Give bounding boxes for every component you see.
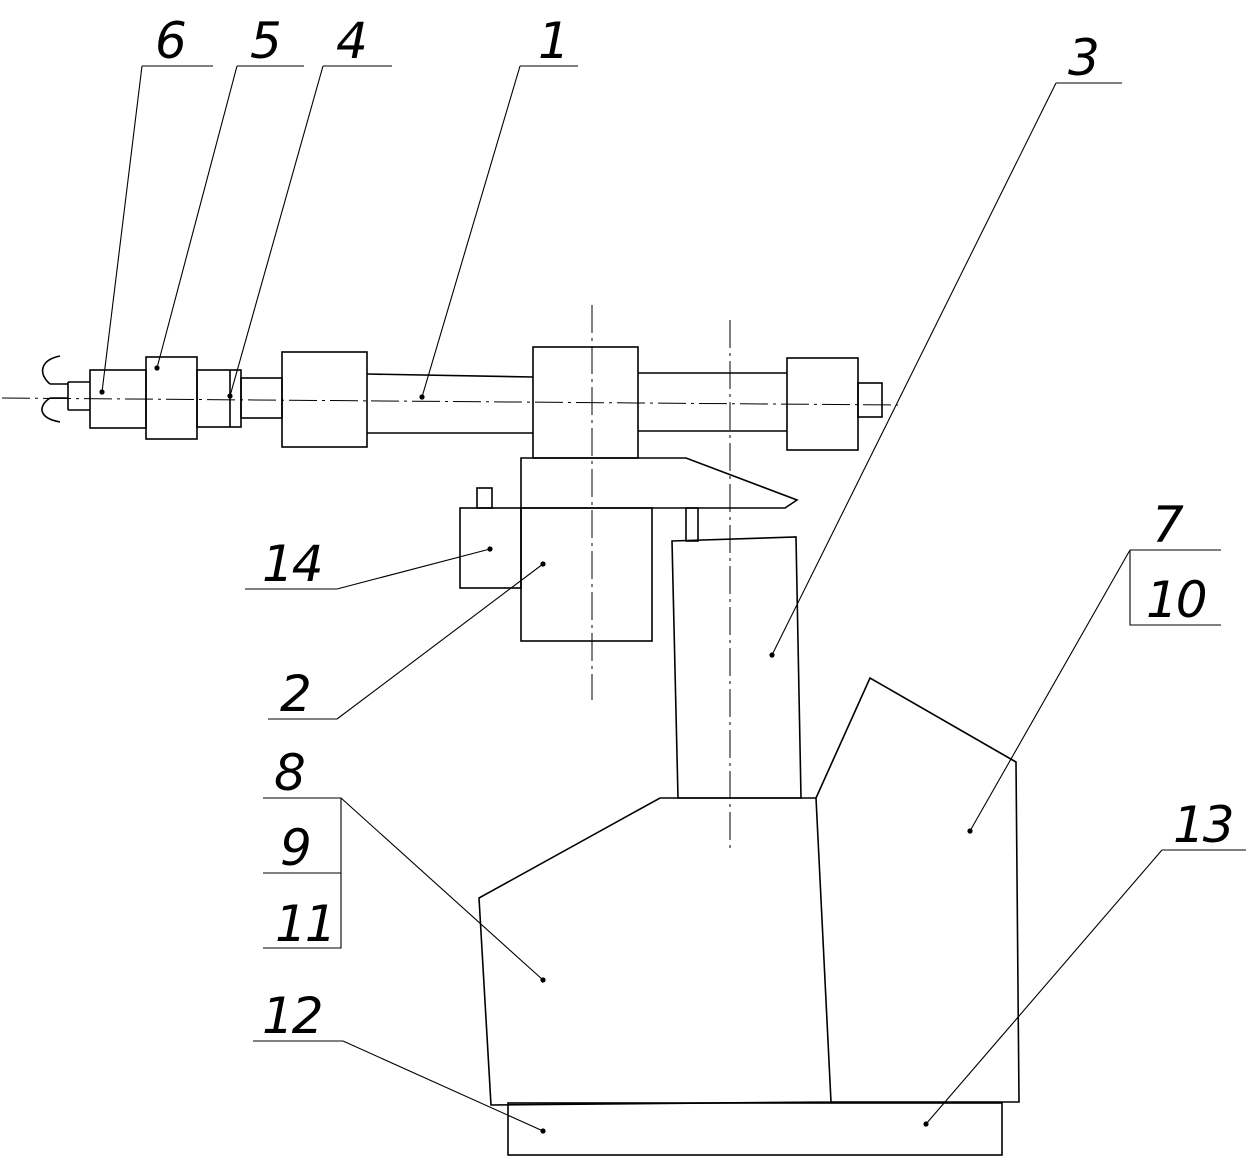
bracket-post bbox=[685, 507, 699, 542]
label-3-leader bbox=[771, 82, 1057, 656]
label-6: 6 bbox=[155, 12, 185, 70]
shaft-end-cap bbox=[857, 382, 883, 418]
label-2-leader bbox=[336, 563, 544, 720]
label-11: 11 bbox=[275, 895, 335, 953]
label-7-dot bbox=[967, 828, 973, 834]
label-8-9-11-frame bbox=[263, 797, 342, 949]
label-4: 4 bbox=[336, 12, 366, 70]
part-14-pin bbox=[476, 487, 493, 509]
label-7-10-frame bbox=[1129, 549, 1221, 626]
part-12-base-plate bbox=[507, 1102, 1003, 1156]
label-2-dot bbox=[540, 561, 546, 567]
part-1-shaft bbox=[366, 373, 534, 434]
label-12: 12 bbox=[262, 987, 322, 1045]
label-7-leader bbox=[969, 549, 1131, 832]
horizontal-axis-line bbox=[1, 397, 899, 406]
label-4-leader bbox=[229, 65, 324, 397]
wing-nut bbox=[41, 355, 90, 423]
shaft-collar bbox=[240, 377, 283, 419]
label-4-dot bbox=[227, 393, 233, 399]
label-12-leader bbox=[342, 1040, 544, 1132]
label-13: 13 bbox=[1173, 796, 1233, 854]
label-1: 1 bbox=[538, 12, 568, 70]
label-8: 8 bbox=[274, 744, 304, 802]
label-10: 10 bbox=[1146, 571, 1206, 629]
label-12-dot bbox=[540, 1128, 546, 1134]
label-7: 7 bbox=[1152, 496, 1184, 554]
label-14-leader bbox=[336, 548, 491, 590]
label-13-dot bbox=[923, 1121, 929, 1127]
part-3-column bbox=[671, 536, 802, 799]
shaft-right-section bbox=[638, 372, 787, 432]
bracket-top-plate bbox=[520, 457, 799, 509]
label-2: 2 bbox=[280, 665, 310, 723]
label-8-leader bbox=[340, 797, 544, 981]
label-9: 9 bbox=[280, 819, 310, 877]
label-8-dot bbox=[540, 977, 546, 983]
part-8-housing bbox=[478, 797, 832, 1106]
label-3: 3 bbox=[1068, 29, 1098, 87]
label-14: 14 bbox=[262, 535, 322, 593]
label-5-leader bbox=[156, 65, 238, 369]
part-2-block bbox=[520, 507, 653, 642]
label-5: 5 bbox=[250, 12, 280, 70]
label-5-dot bbox=[154, 365, 160, 371]
label-13-leader bbox=[925, 849, 1163, 1125]
label-14-dot bbox=[487, 546, 493, 552]
shaft-bearing-left bbox=[281, 351, 368, 448]
label-1-dot bbox=[419, 394, 425, 400]
label-6-leader bbox=[101, 65, 143, 393]
part-5-nut bbox=[145, 356, 198, 440]
label-3-dot bbox=[769, 652, 775, 658]
label-1-leader bbox=[421, 65, 521, 398]
label-6-dot bbox=[99, 389, 105, 395]
part-7-housing bbox=[815, 676, 1020, 1103]
